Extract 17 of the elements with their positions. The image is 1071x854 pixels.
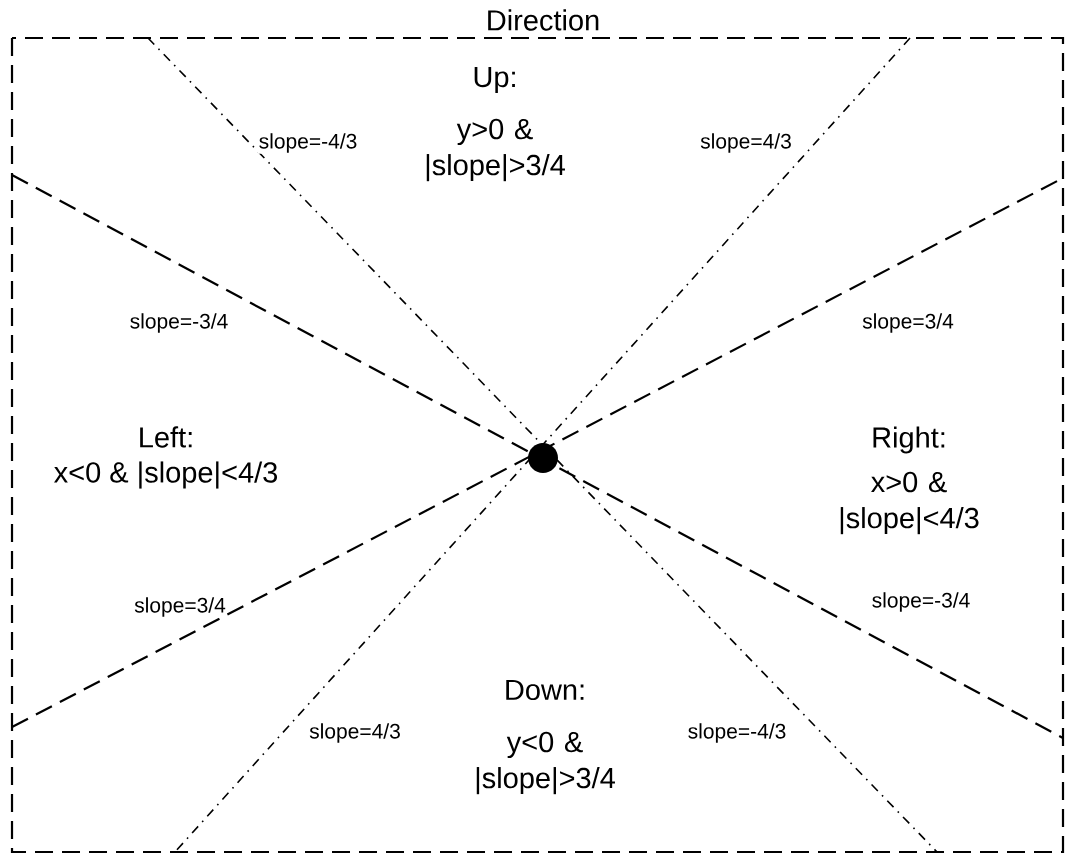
slope-label: slope=-4/3	[686, 722, 788, 744]
slope-label: slope=4/3	[308, 722, 402, 744]
slope-label: slope=3/4	[133, 596, 227, 618]
region-heading: Right:	[873, 426, 945, 454]
region-heading: Up:	[474, 67, 515, 93]
title: Direction	[488, 9, 599, 31]
slope-label: slope=4/3	[699, 132, 793, 154]
slope-label: slope=-3/4	[128, 312, 230, 334]
slope-label: slope=-3/4	[870, 591, 972, 613]
region-condition: y>0 & |slope|>3/4	[426, 118, 565, 182]
region-heading: Left:	[140, 426, 192, 448]
slope-label: slope=-4/3	[257, 132, 359, 154]
region-condition: x<0 & |slope|<4/3	[54, 461, 278, 489]
region-condition: x>0 & |slope|<4/3	[840, 471, 979, 535]
region-heading: Down:	[506, 679, 584, 701]
region-condition: y<0 & |slope|>3/4	[476, 731, 615, 795]
slope-label: slope=3/4	[861, 312, 955, 334]
